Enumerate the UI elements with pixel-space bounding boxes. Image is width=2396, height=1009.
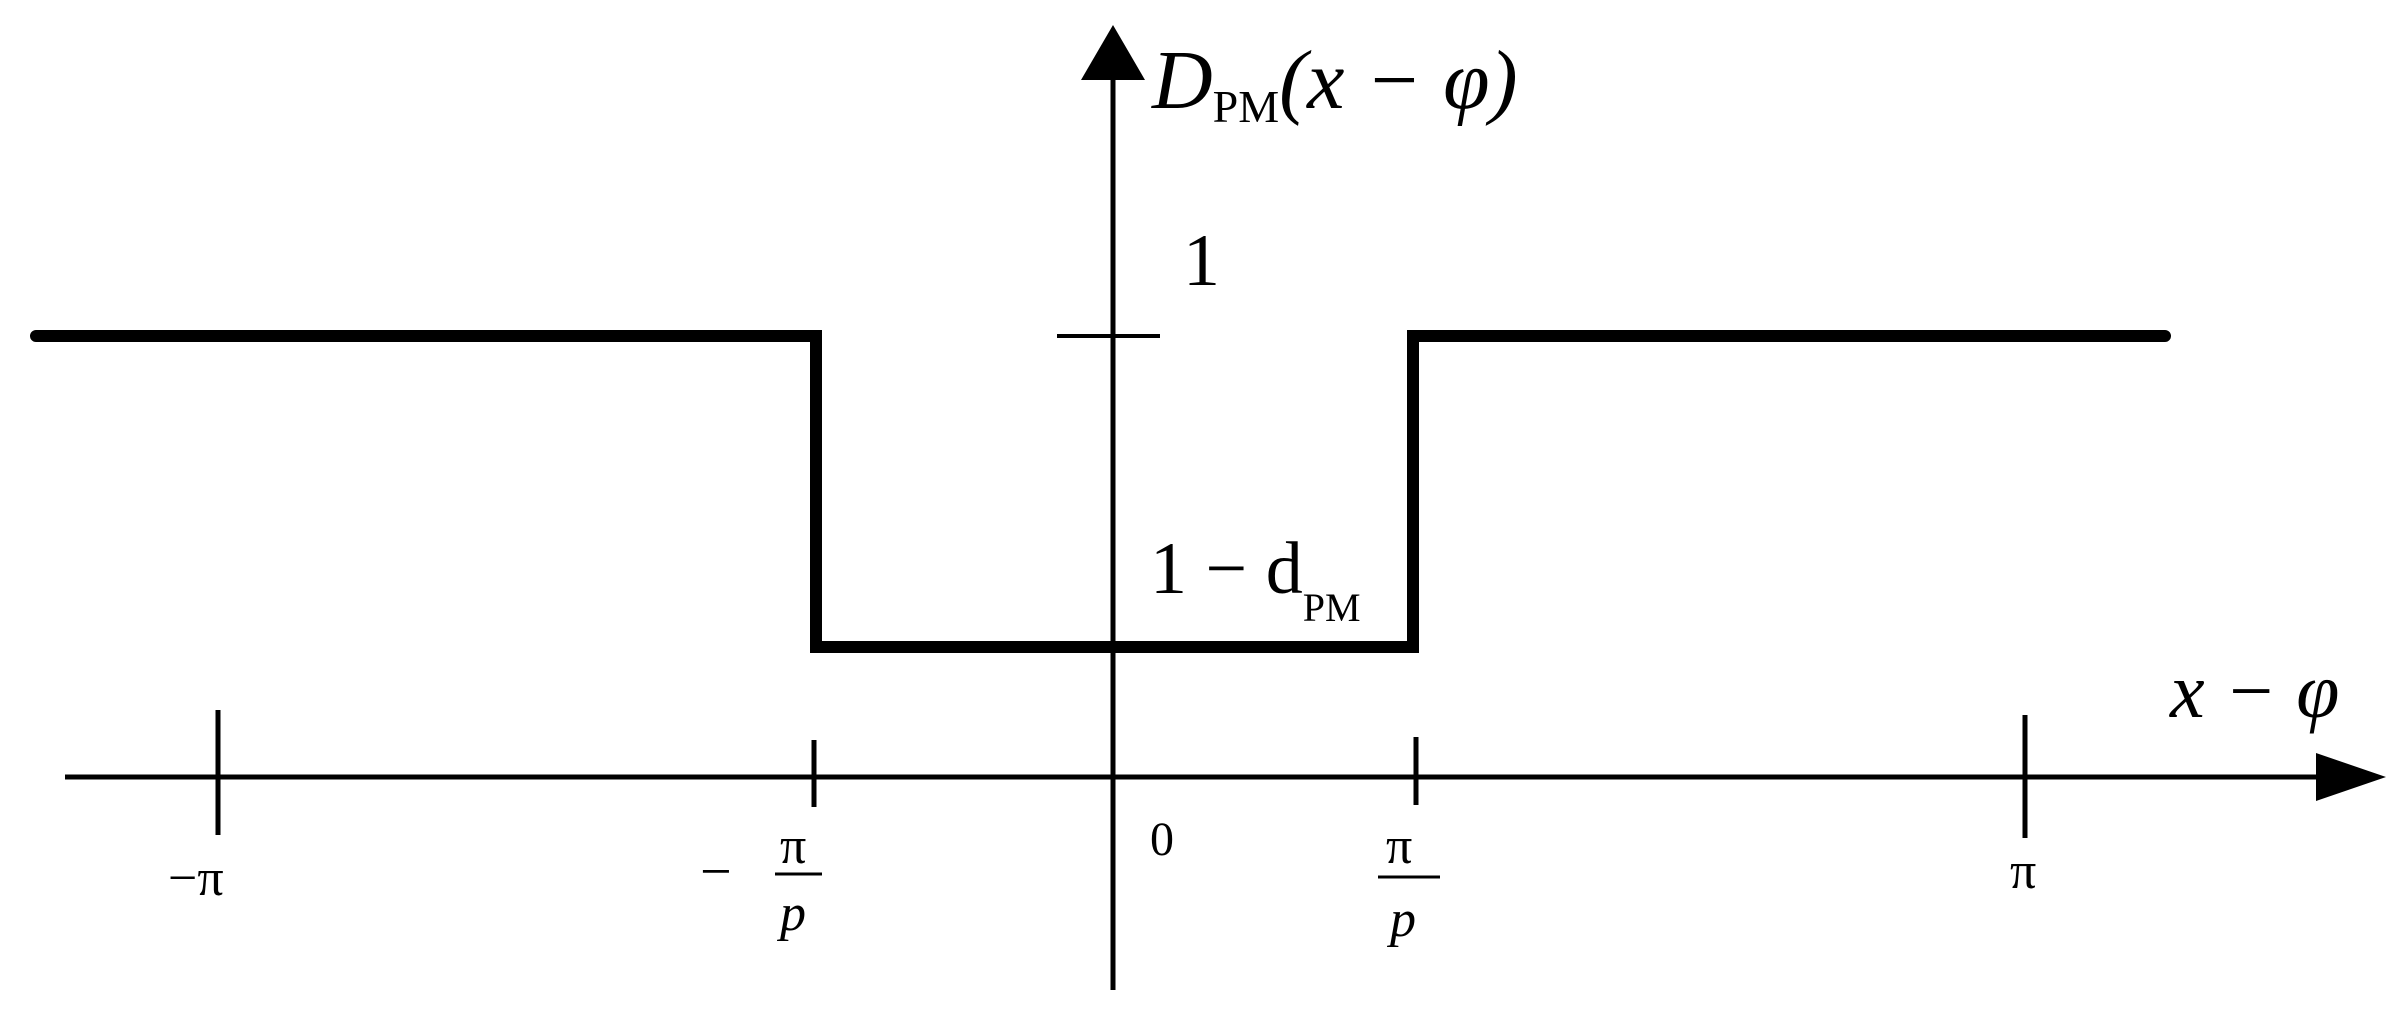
tick-label-pos-frac-den: p — [1386, 891, 1416, 948]
tick-label-neg-frac-den: p — [776, 885, 806, 942]
level-label-lower-sub: PM — [1303, 585, 1361, 630]
level-label-upper: 1 — [1183, 220, 1220, 302]
y-axis-label-sub: PM — [1213, 81, 1279, 132]
y-axis-arrowhead — [1081, 25, 1145, 80]
tick-label-neg-frac-num: π — [780, 818, 806, 875]
tick-label-pos-pi: π — [2010, 843, 2036, 900]
tick-label-neg-frac-sign: − — [700, 841, 732, 903]
y-axis-label: DPM(x − φ) — [1151, 34, 1518, 132]
level-label-lower: 1 − dPM — [1150, 528, 1361, 630]
x-axis-arrowhead — [2316, 753, 2386, 801]
x-axis-label: x − φ — [2169, 647, 2339, 734]
tick-label-neg-pi: −π — [168, 850, 224, 907]
level-label-lower-main: 1 − d — [1150, 528, 1303, 610]
step-function-curve — [30, 330, 2171, 653]
tick-label-origin: 0 — [1150, 813, 1174, 866]
y-axis-label-main: D — [1151, 34, 1213, 127]
y-axis-label-argument: (x − φ) — [1279, 34, 1517, 127]
tick-label-pos-frac-num: π — [1386, 818, 1412, 875]
